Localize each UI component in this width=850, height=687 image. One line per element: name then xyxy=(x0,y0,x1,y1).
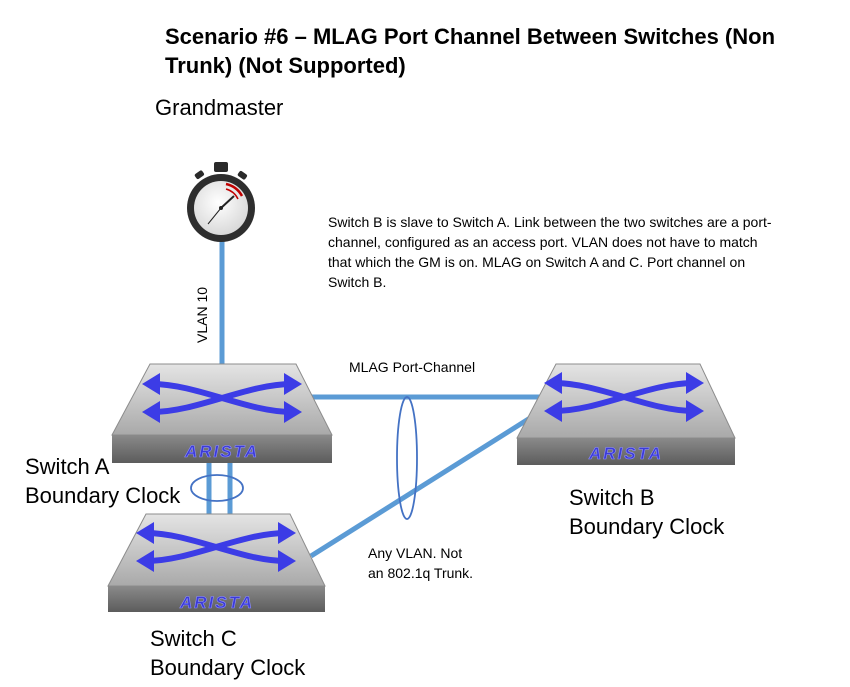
switch-a-role: Boundary Clock xyxy=(25,483,181,508)
switch-b-label: Switch B Boundary Clock xyxy=(569,483,724,541)
links xyxy=(206,240,545,559)
a-to-c-port-channel-ellipse xyxy=(190,474,244,502)
page-title: Scenario #6 – MLAG Port Channel Between … xyxy=(165,24,776,78)
any-vlan-line-2: an 802.1q Trunk. xyxy=(368,565,474,581)
scenario-note: Switch B is slave to Switch A. Link betw… xyxy=(328,214,772,290)
switch-b-brand: ARISTA xyxy=(588,444,663,463)
switch-c-role: Boundary Clock xyxy=(150,655,306,680)
mlag-port-channel-ellipse xyxy=(396,396,418,520)
switch-a-name: Switch A xyxy=(25,454,110,479)
switch-a-device: ARISTA xyxy=(111,363,333,463)
switch-b-device: ARISTA xyxy=(516,363,736,465)
switch-b-role: Boundary Clock xyxy=(569,514,725,539)
any-vlan-note: Any VLAN. Not an 802.1q Trunk. xyxy=(368,543,528,583)
switch-c-to-switch-b-link xyxy=(309,410,540,559)
switch-c-label: Switch C Boundary Clock xyxy=(150,624,305,682)
stopwatch-icon xyxy=(187,162,255,242)
switch-a-label: Switch A Boundary Clock xyxy=(25,452,180,510)
grandmaster-label: Grandmaster xyxy=(155,95,284,120)
switch-c-brand: ARISTA xyxy=(179,593,254,612)
any-vlan-line-1: Any VLAN. Not xyxy=(368,545,463,561)
vlan-10-label: VLAN 10 xyxy=(194,287,210,343)
mlag-port-channel-label: MLAG Port-Channel xyxy=(349,359,476,375)
switch-c-device: ARISTA xyxy=(107,513,326,612)
switch-a-brand: ARISTA xyxy=(184,442,259,461)
switch-b-name: Switch B xyxy=(569,485,655,510)
switch-c-name: Switch C xyxy=(150,626,237,651)
